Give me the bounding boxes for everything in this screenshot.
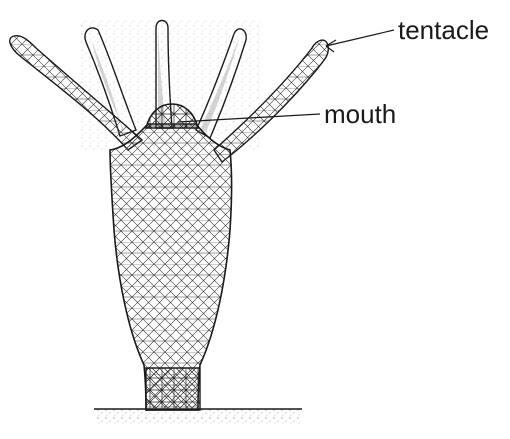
mouth-label: mouth	[324, 99, 396, 129]
labels: tentacle mouth	[324, 15, 489, 129]
body-column	[110, 124, 232, 410]
hydra-body	[110, 104, 232, 410]
tentacle-label-line	[326, 30, 394, 46]
basal-disc	[146, 368, 200, 410]
tentacle-label: tentacle	[398, 15, 489, 45]
ground	[94, 409, 302, 425]
